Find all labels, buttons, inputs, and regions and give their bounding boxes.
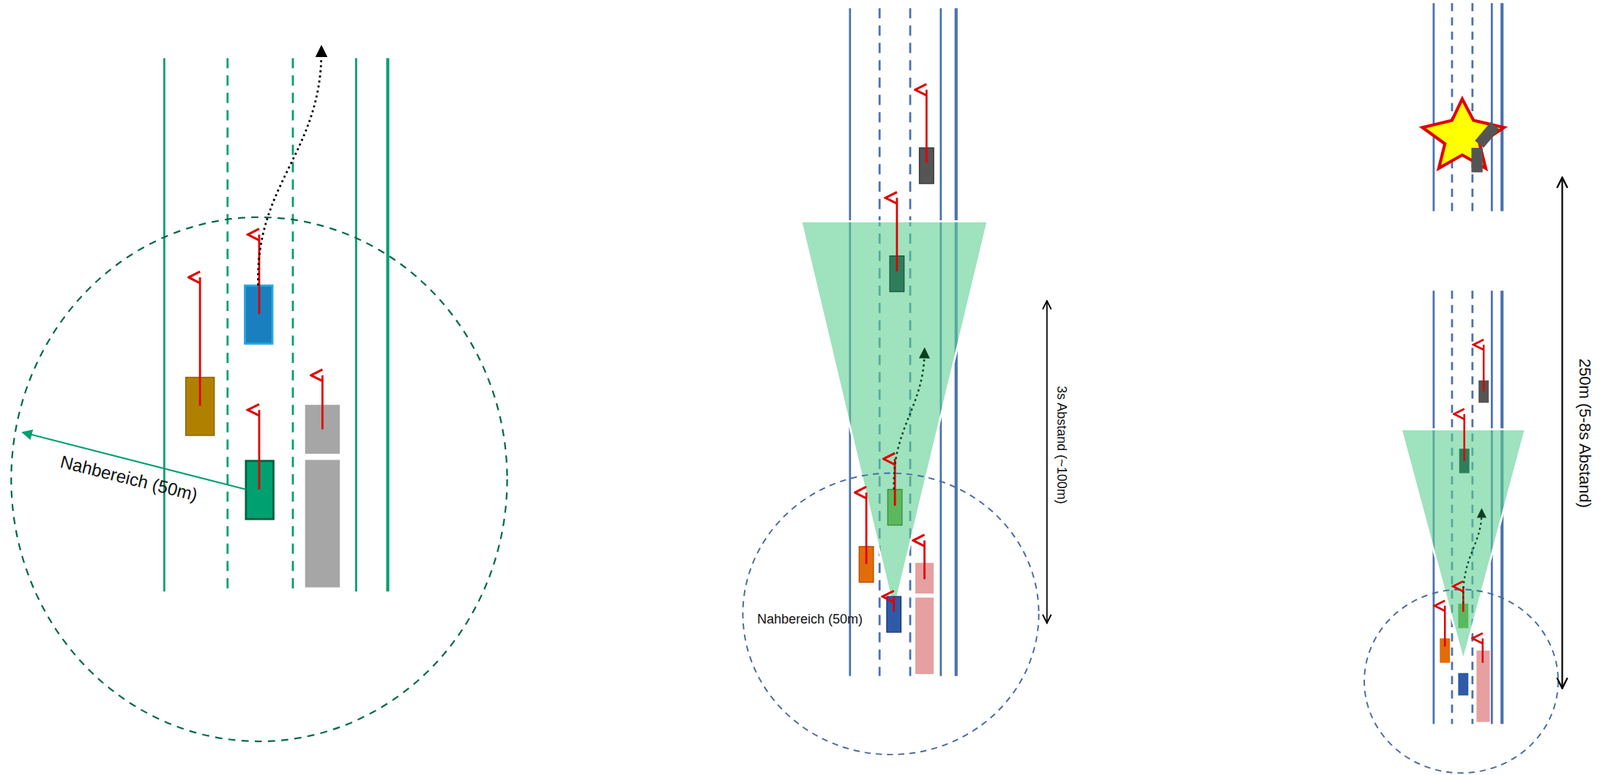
sensor-cone: [1400, 429, 1526, 662]
vehicles: [858, 147, 934, 675]
road-near: [164, 57, 388, 592]
lane-change-path: [1463, 513, 1482, 605]
dimension-line: [1561, 177, 1563, 689]
dimension-line: [1046, 300, 1048, 624]
motion-arrows: [866, 90, 927, 613]
motion-arrows: [199, 234, 323, 490]
annotation-label: Nahbereich (50m): [757, 612, 863, 628]
lane-change-path: [257, 51, 322, 286]
accident-star: [1422, 98, 1505, 169]
annotation-label: 250m (5-8s Abstand): [1575, 358, 1594, 509]
vehicles: [1439, 380, 1490, 723]
sensor-cone: [801, 221, 988, 613]
near-range-circle: [1364, 589, 1559, 774]
vehicles: [185, 285, 340, 588]
crashed-vehicles: [1471, 122, 1499, 173]
motion-arrows: [1444, 344, 1484, 664]
annotation-label: 3s Abstand (~100m): [1053, 385, 1069, 505]
near-range-circle: [10, 217, 507, 742]
near-range-circle: [742, 473, 1039, 756]
lane-change-path: [894, 352, 925, 490]
